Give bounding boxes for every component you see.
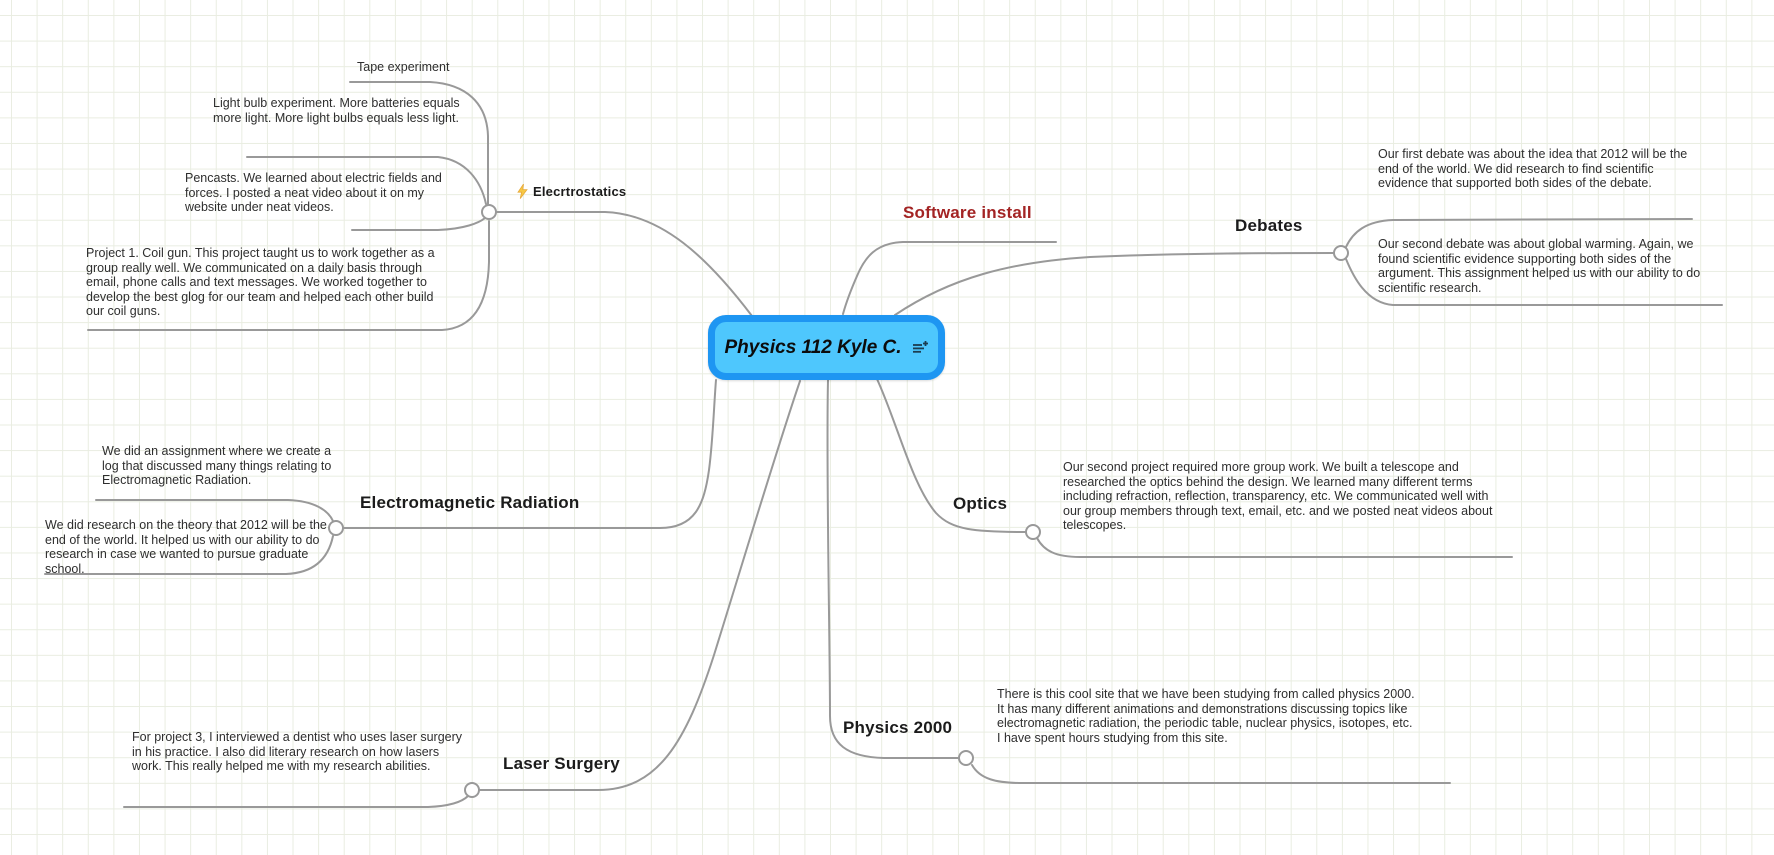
- topic-debates[interactable]: Debates: [1235, 216, 1303, 236]
- connector-physics2000-site: [971, 764, 1451, 784]
- subtopic-pencasts[interactable]: Pencasts. We learned about electric fiel…: [185, 171, 442, 215]
- topic-electrostatics[interactable]: Elecrtrostatics: [517, 183, 627, 199]
- toggle-optics[interactable]: [1025, 524, 1041, 540]
- connector-debates: [894, 252, 1335, 316]
- connector-laser-dentist: [123, 795, 469, 808]
- subtopic-optics-telescope[interactable]: Our second project required more group w…: [1063, 460, 1493, 533]
- subtopic-lightbulb[interactable]: Light bulb experiment. More batteries eq…: [213, 96, 460, 125]
- subtopic-tape-experiment[interactable]: Tape experiment: [357, 60, 450, 74]
- lightning-icon: [517, 183, 528, 199]
- toggle-laser-surgery[interactable]: [464, 782, 480, 798]
- subtopic-project1[interactable]: Project 1. Coil gun. This project taught…: [86, 246, 435, 319]
- connector-optics: [876, 378, 1027, 533]
- topic-optics-label: Optics: [953, 494, 1008, 513]
- topic-laser-surgery[interactable]: Laser Surgery: [503, 754, 620, 774]
- topic-software-install-label: Software install: [903, 203, 1032, 222]
- topic-physics2000-label: Physics 2000: [843, 718, 953, 737]
- subtopic-laser-dentist[interactable]: For project 3, I interviewed a dentist w…: [132, 730, 463, 774]
- connector-tape-experiment: [349, 81, 489, 205]
- toggle-em-radiation[interactable]: [328, 520, 344, 536]
- connector-em-research: [44, 535, 334, 575]
- toggle-electrostatics[interactable]: [481, 204, 497, 220]
- topic-software-install[interactable]: Software install: [903, 203, 1032, 223]
- subtopic-second-debate[interactable]: Our second debate was about global warmi…: [1378, 237, 1701, 295]
- connector-second-debate: [1345, 258, 1723, 306]
- connector-pencasts: [351, 217, 486, 231]
- topic-physics2000[interactable]: Physics 2000: [843, 718, 952, 738]
- subtopic-em-assignment[interactable]: We did an assignment where we create a l…: [102, 444, 332, 488]
- connector-electrostatics: [488, 211, 753, 317]
- central-topic-title: Physics 112 Kyle C.: [724, 336, 902, 358]
- connector-first-debate: [1345, 218, 1693, 248]
- connector-optics-telescope: [1036, 537, 1513, 558]
- subtopic-em-research[interactable]: We did research on the theory that 2012 …: [45, 518, 327, 576]
- topic-laser-surgery-label: Laser Surgery: [503, 754, 620, 773]
- toggle-physics2000[interactable]: [958, 750, 974, 766]
- connector-software-install: [842, 241, 1057, 315]
- notes-add-icon[interactable]: [912, 340, 929, 356]
- topic-em-radiation[interactable]: Electromagnetic Radiation: [360, 493, 579, 513]
- connector-physics2000: [826, 379, 959, 759]
- topic-debates-label: Debates: [1235, 216, 1303, 235]
- toggle-debates[interactable]: [1333, 245, 1349, 261]
- connector-laser-surgery: [478, 380, 801, 791]
- topic-electrostatics-label: Elecrtrostatics: [533, 184, 627, 199]
- subtopic-physics2000-site[interactable]: There is this cool site that we have bee…: [997, 687, 1415, 745]
- subtopic-first-debate[interactable]: Our first debate was about the idea that…: [1378, 147, 1688, 191]
- topic-optics[interactable]: Optics: [953, 494, 1007, 514]
- topic-em-radiation-label: Electromagnetic Radiation: [360, 493, 580, 512]
- central-topic[interactable]: Physics 112 Kyle C.: [708, 315, 945, 380]
- connector-project1: [87, 220, 490, 331]
- connector-em-radiation: [342, 379, 717, 529]
- connector-lightbulb: [246, 156, 487, 205]
- connector-em-assignment: [95, 499, 334, 522]
